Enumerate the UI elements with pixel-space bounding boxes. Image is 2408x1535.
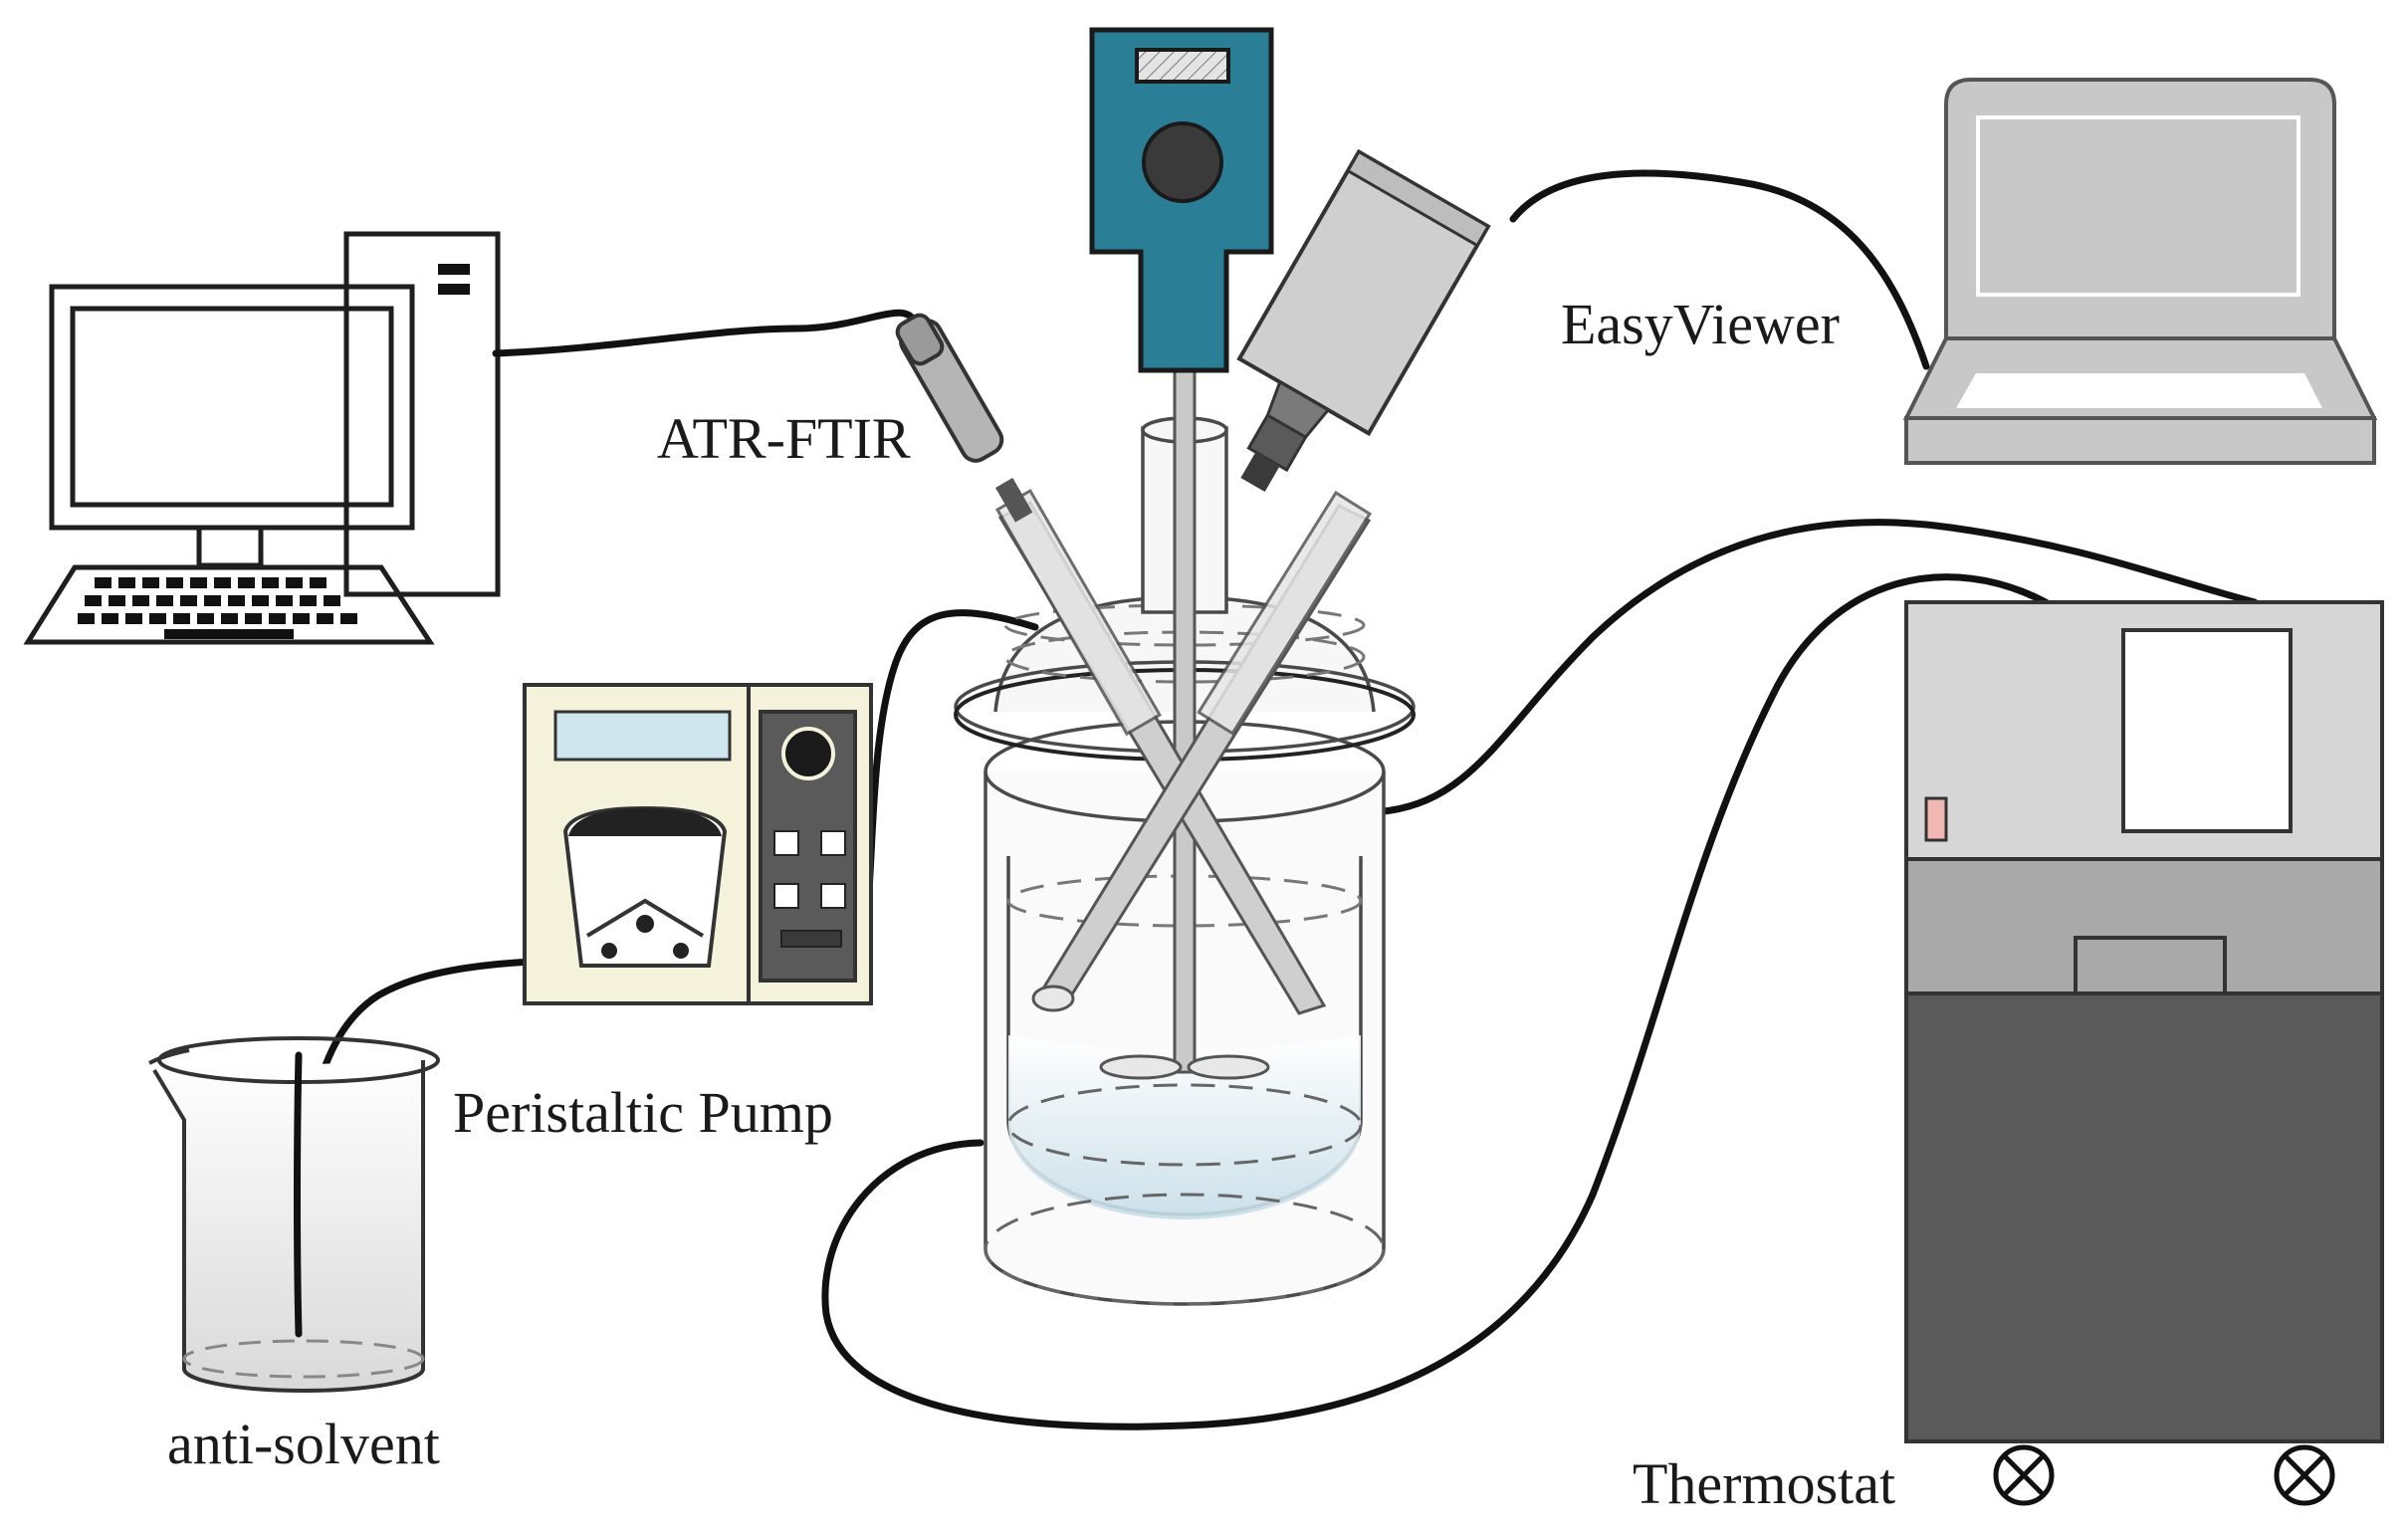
thermostat-icon bbox=[1904, 600, 2384, 1506]
beaker-icon bbox=[148, 1036, 440, 1393]
laptop-icon bbox=[1902, 78, 2378, 465]
keyboard-key bbox=[156, 595, 173, 606]
keyboard-key bbox=[109, 595, 125, 606]
label-anti-solvent: anti-solvent bbox=[167, 1412, 440, 1476]
keyboard-key bbox=[269, 613, 286, 624]
keyboard-key bbox=[245, 613, 262, 624]
keyboard-key bbox=[132, 595, 149, 606]
keyboard-key bbox=[102, 613, 118, 624]
keyboard-key bbox=[190, 577, 207, 588]
pump-icon bbox=[523, 683, 873, 1005]
cable-camera-to-laptop bbox=[1509, 169, 1930, 370]
keyboard-key bbox=[197, 613, 214, 624]
keyboard-key bbox=[238, 577, 255, 588]
keyboard-key bbox=[173, 613, 190, 624]
keyboard-key bbox=[85, 595, 102, 606]
cable-thermostat-outlet bbox=[1380, 519, 2259, 815]
keyboard-spacebar bbox=[164, 629, 294, 639]
keyboard-key bbox=[149, 613, 166, 624]
reactor-icon bbox=[895, 313, 1416, 1306]
keyboard-key bbox=[252, 595, 269, 606]
keyboard-key bbox=[142, 577, 159, 588]
keyboard-key bbox=[228, 595, 245, 606]
label-thermostat: Thermostat bbox=[1633, 1451, 1895, 1516]
wheel-right bbox=[2274, 1444, 2335, 1506]
keyboard-key bbox=[324, 595, 340, 606]
keyboard-key bbox=[180, 595, 197, 606]
cable-thermostat-inlet bbox=[821, 573, 2050, 1430]
desktop-computer-icon bbox=[23, 231, 501, 645]
keyboard-key bbox=[166, 577, 183, 588]
keyboard-key bbox=[221, 613, 238, 624]
stirrer-motor-icon bbox=[1089, 27, 1274, 373]
label-atr-ftir: ATR-FTIR bbox=[657, 406, 911, 471]
keyboard-key bbox=[95, 577, 111, 588]
label-easyviewer: EasyViewer bbox=[1561, 292, 1840, 356]
label-peristaltic-pump: Peristaltic Pump bbox=[453, 1080, 833, 1145]
keyboard-key bbox=[317, 613, 333, 624]
wheel-left bbox=[1993, 1444, 2055, 1506]
keyboard-key bbox=[276, 595, 293, 606]
keyboard-key bbox=[293, 613, 310, 624]
keyboard-key bbox=[286, 577, 303, 588]
keyboard-key bbox=[78, 613, 95, 624]
ftir-probe bbox=[895, 313, 1327, 1015]
keyboard-key bbox=[340, 613, 357, 624]
keyboard-key bbox=[118, 577, 135, 588]
keyboard-key bbox=[204, 595, 221, 606]
keyboard-key bbox=[214, 577, 231, 588]
keyboard-key bbox=[262, 577, 279, 588]
cable-computer-to-ftir bbox=[492, 309, 915, 357]
keyboard-key bbox=[310, 577, 327, 588]
camera-icon bbox=[1236, 148, 1491, 493]
keyboard-key bbox=[300, 595, 317, 606]
keyboard-key bbox=[125, 613, 142, 624]
easyviewer-probe bbox=[1031, 490, 1372, 1012]
